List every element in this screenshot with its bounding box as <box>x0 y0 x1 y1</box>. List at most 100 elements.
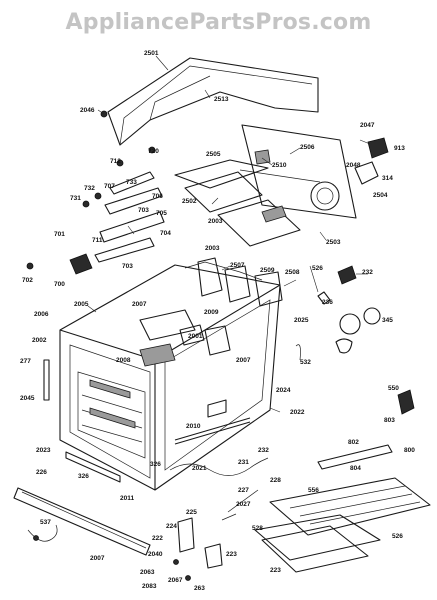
label-2021: 2021 <box>192 465 207 472</box>
oven-light-assembly[interactable] <box>295 265 381 361</box>
wiring-harness[interactable] <box>169 457 269 476</box>
label-2501: 2501 <box>144 50 159 57</box>
label-228: 228 <box>270 477 281 484</box>
label-526b: 526 <box>392 533 403 540</box>
label-2010: 2010 <box>186 423 201 430</box>
label-704: 704 <box>160 230 171 237</box>
label-703a: 703 <box>138 207 149 214</box>
label-2011: 2011 <box>120 495 134 502</box>
label-701: 701 <box>54 231 65 238</box>
label-733: 733 <box>126 179 137 186</box>
label-700: 700 <box>54 281 65 288</box>
top-cover-panel[interactable] <box>100 57 319 146</box>
label-532: 532 <box>300 359 311 366</box>
label-326a: 326 <box>78 473 89 480</box>
label-556: 556 <box>308 487 319 494</box>
label-236: 236 <box>322 299 333 306</box>
label-804: 804 <box>350 465 361 472</box>
label-2027: 2027 <box>236 501 251 508</box>
label-712: 712 <box>110 158 121 165</box>
oven-body-frame[interactable] <box>59 257 283 491</box>
label-224: 224 <box>166 523 177 530</box>
label-537: 537 <box>40 519 51 526</box>
label-732: 732 <box>84 185 95 192</box>
label-223b: 223 <box>270 567 281 574</box>
label-703b: 703 <box>122 263 133 270</box>
fan-motor[interactable] <box>354 137 389 185</box>
label-2002: 2002 <box>32 337 47 344</box>
label-314: 314 <box>382 175 393 182</box>
label-720: 720 <box>148 148 159 155</box>
label-232b: 232 <box>258 447 269 454</box>
label-2502: 2502 <box>182 198 197 205</box>
switch-bracket-assembly[interactable] <box>26 146 165 275</box>
label-232a: 232 <box>362 269 373 276</box>
label-2003b: 2003 <box>205 245 220 252</box>
label-2504: 2504 <box>373 192 388 199</box>
label-263: 263 <box>194 585 205 592</box>
label-2509: 2509 <box>260 267 275 274</box>
label-2022: 2022 <box>290 409 305 416</box>
label-2045: 2045 <box>20 395 35 402</box>
label-222: 222 <box>152 535 163 542</box>
label-2513: 2513 <box>214 96 229 103</box>
label-2048: 2048 <box>346 162 361 169</box>
label-2008: 2008 <box>116 357 131 364</box>
label-802: 802 <box>348 439 359 446</box>
heat-shield-plates[interactable] <box>174 159 301 247</box>
door-hinges[interactable] <box>43 359 121 483</box>
leader-lines <box>87 55 371 413</box>
label-803: 803 <box>384 417 395 424</box>
label-2046: 2046 <box>80 107 95 114</box>
label-2067: 2067 <box>168 577 183 584</box>
label-231: 231 <box>238 459 249 466</box>
watermark-logo-text: AppliancePartsPros.com <box>65 10 372 35</box>
label-227: 227 <box>238 487 249 494</box>
label-2507: 2507 <box>230 262 245 269</box>
label-707: 707 <box>104 183 115 190</box>
label-2023: 2023 <box>36 447 51 454</box>
label-711: 711 <box>92 237 103 244</box>
label-2001: 2001 <box>188 333 203 340</box>
label-706: 706 <box>152 193 163 200</box>
side-rail-and-element[interactable] <box>174 399 251 445</box>
label-2047: 2047 <box>360 122 375 129</box>
label-2063: 2063 <box>140 569 155 576</box>
label-223a: 223 <box>226 551 237 558</box>
label-2007a: 2007 <box>132 301 147 308</box>
label-2007c: 2007 <box>90 555 105 562</box>
label-345: 345 <box>382 317 393 324</box>
label-2003a: 2003 <box>208 218 223 225</box>
label-277: 277 <box>20 358 31 365</box>
label-2508: 2508 <box>285 269 300 276</box>
label-2040: 2040 <box>148 551 163 558</box>
label-326b: 326 <box>150 461 161 468</box>
label-913: 913 <box>394 145 405 152</box>
rear-panel-with-fan[interactable] <box>239 124 357 219</box>
bottom-bracket-parts[interactable] <box>173 489 259 581</box>
label-2009: 2009 <box>204 309 219 316</box>
label-2083: 2083 <box>142 583 157 590</box>
label-2505: 2505 <box>206 151 221 158</box>
vent-and-insulation-blocks[interactable] <box>139 309 231 367</box>
wire-connector[interactable] <box>27 524 58 542</box>
label-2025: 2025 <box>294 317 309 324</box>
label-2510: 2510 <box>272 162 287 169</box>
oven-cavity <box>77 371 146 459</box>
label-226: 226 <box>36 469 47 476</box>
label-528: 528 <box>252 525 263 532</box>
label-2007b: 2007 <box>236 357 251 364</box>
label-800: 800 <box>404 447 415 454</box>
label-225: 225 <box>186 509 197 516</box>
label-2024: 2024 <box>276 387 291 394</box>
label-2503: 2503 <box>326 239 341 246</box>
drawer-slide-rail[interactable] <box>317 389 415 470</box>
part-number-labels: 2501 2513 2046 2047 913 2048 314 2504 25… <box>20 50 415 592</box>
label-526a: 526 <box>312 265 323 272</box>
label-550: 550 <box>388 385 399 392</box>
kick-panel[interactable] <box>13 487 151 556</box>
broiler-pan-assembly[interactable] <box>254 477 431 573</box>
label-2005: 2005 <box>74 301 89 308</box>
label-2006: 2006 <box>34 311 49 318</box>
